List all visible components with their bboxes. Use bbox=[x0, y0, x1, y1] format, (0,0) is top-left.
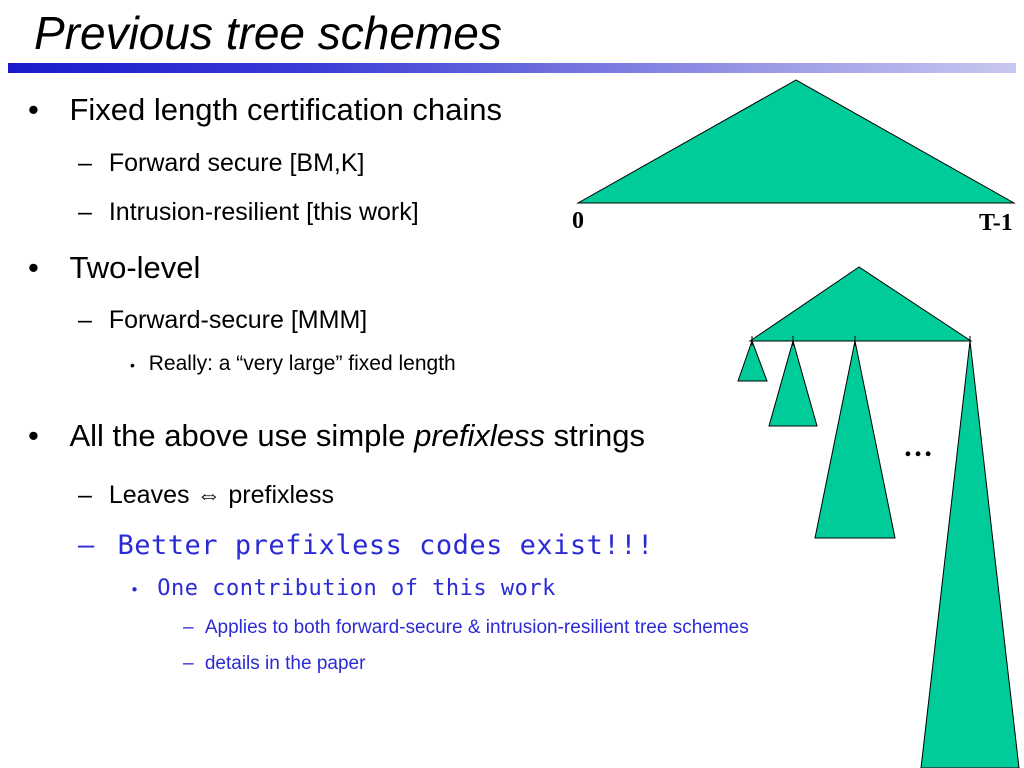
bullet-text: Two-level bbox=[69, 250, 201, 285]
subbullet-text: Forward secure [BM,K] bbox=[108, 149, 365, 177]
subsubbullet-text: One contribution of this work bbox=[157, 576, 556, 601]
ellipsis-more-subtrees: … bbox=[903, 430, 933, 463]
subbullet-intrusion-resilient: – Intrusion-resilient [this work] bbox=[78, 198, 419, 227]
bullet-two-level: • Two-level bbox=[28, 250, 200, 286]
subtree-2-triangle bbox=[768, 339, 818, 427]
level4-text: Applies to both forward-secure & intrusi… bbox=[204, 617, 749, 638]
label-t-minus-1: T-1 bbox=[979, 210, 1013, 236]
equivalence-symbol: ⇔ bbox=[196, 481, 222, 509]
level4-applies-both: – Applies to both forward-secure & intru… bbox=[183, 617, 749, 639]
subsubbullet-contribution: • One contribution of this work bbox=[130, 576, 556, 601]
bullet-text: Fixed length certification chains bbox=[69, 92, 502, 127]
subbullet-better-codes: – Better prefixless codes exist!!! bbox=[78, 530, 654, 561]
subbullet-forward-secure-mmm: – Forward-secure [MMM] bbox=[78, 306, 367, 335]
dash-marker: – bbox=[78, 149, 92, 177]
dash-marker: – bbox=[183, 617, 194, 638]
subsubbullet-really: • Really: a “very large” fixed length bbox=[130, 352, 456, 376]
dash-marker: – bbox=[183, 653, 194, 674]
subbullet-text-before: Leaves bbox=[108, 481, 197, 509]
slide-title: Previous tree schemes bbox=[34, 7, 502, 59]
subbullet-text: Better prefixless codes exist!!! bbox=[117, 530, 654, 561]
subbullet-forward-secure-bmk: – Forward secure [BM,K] bbox=[78, 149, 365, 178]
label-zero: 0 bbox=[572, 208, 584, 234]
subbullet-leaves: – Leaves ⇔ prefixless bbox=[78, 481, 334, 510]
bullet-prefixless-strings: • All the above use simple prefixless st… bbox=[28, 418, 645, 454]
dash-marker: – bbox=[78, 530, 95, 561]
bullet-text-italic: prefixless bbox=[414, 418, 546, 453]
dot-marker: • bbox=[130, 357, 135, 373]
dash-marker: – bbox=[78, 481, 92, 509]
bullet-marker: • bbox=[28, 250, 39, 285]
subtree-3-triangle bbox=[814, 340, 896, 539]
subbullet-text-after: prefixless bbox=[221, 481, 334, 509]
subtree-1-triangle bbox=[737, 339, 768, 382]
subbullet-text: Forward-secure [MMM] bbox=[108, 306, 368, 334]
bullet-marker: • bbox=[28, 418, 39, 453]
bullet-fixed-length: • Fixed length certification chains bbox=[28, 92, 502, 128]
bullet-text-after: strings bbox=[545, 418, 645, 453]
dash-marker: – bbox=[78, 198, 92, 226]
title-underline-bar bbox=[8, 63, 1016, 73]
level4-details: – details in the paper bbox=[183, 653, 365, 675]
bullet-text-before: All the above use simple bbox=[69, 418, 415, 453]
level4-text: details in the paper bbox=[204, 653, 366, 674]
subbullet-text: Intrusion-resilient [this work] bbox=[108, 198, 419, 226]
subsubbullet-text: Really: a “very large” fixed length bbox=[148, 352, 456, 375]
dot-marker: • bbox=[130, 581, 140, 599]
bullet-marker: • bbox=[28, 92, 39, 127]
top-level-tree-triangle bbox=[748, 266, 973, 342]
subtree-last-triangle bbox=[920, 340, 1020, 768]
dash-marker: – bbox=[78, 306, 92, 334]
single-tree-triangle bbox=[576, 79, 1016, 204]
